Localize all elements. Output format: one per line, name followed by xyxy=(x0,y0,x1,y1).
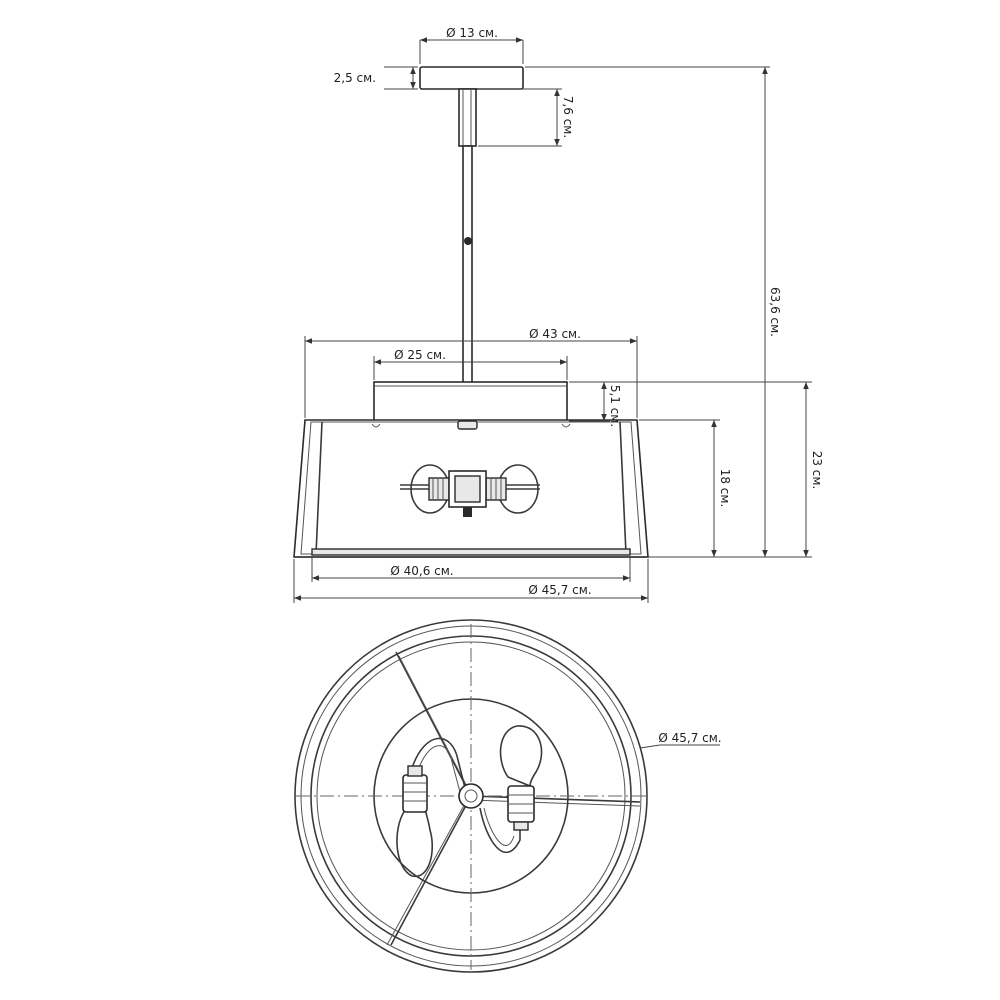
outer-ring xyxy=(294,619,648,973)
dim-cap-diameter: Ø 25 см. xyxy=(394,348,446,362)
dim-canopy-height: 2,5 см. xyxy=(334,71,376,85)
dim-top-outer-diameter: Ø 45,7 см. xyxy=(658,731,721,745)
dim-diffuser-diameter: Ø 40,6 см. xyxy=(390,564,453,578)
shade-inner-right-edge xyxy=(619,421,627,555)
curved-arm xyxy=(411,737,521,854)
suspension-rod xyxy=(462,145,473,423)
socket-cluster xyxy=(400,464,540,517)
rod-screw xyxy=(464,237,472,245)
frame-ribs xyxy=(386,651,641,946)
top-view: Ø 45,7 см. xyxy=(294,619,722,973)
rod-connector xyxy=(457,420,478,430)
dim-overall-height: 63,6 см. xyxy=(768,287,782,337)
diffuser-plate xyxy=(311,548,631,556)
dim-body-height: 23 см. xyxy=(810,451,824,490)
dim-shade-height: 18 см. xyxy=(718,469,732,508)
top-right-lamp xyxy=(499,725,543,831)
dim-shade-top-diameter: Ø 43 см. xyxy=(529,327,581,341)
top-hub xyxy=(458,783,484,809)
dim-stem-length: 7,6 см. xyxy=(561,96,575,138)
stem-tube xyxy=(458,88,477,147)
dim-cap-height: 5,1 см. xyxy=(608,385,622,427)
top-left-lamp xyxy=(396,765,434,877)
dim-canopy-diameter: Ø 13 см. xyxy=(446,26,498,40)
top-left-bulb xyxy=(396,805,434,877)
side-view: Ø 13 см. 2,5 см. 7,6 см. 63,6 см. xyxy=(293,26,824,603)
dim-shade-bottom-diameter: Ø 45,7 см. xyxy=(528,583,591,597)
canopy xyxy=(419,66,524,90)
shade-inner-left-edge xyxy=(315,421,323,555)
top-right-bulb xyxy=(499,725,543,788)
shade-cap xyxy=(373,381,568,423)
